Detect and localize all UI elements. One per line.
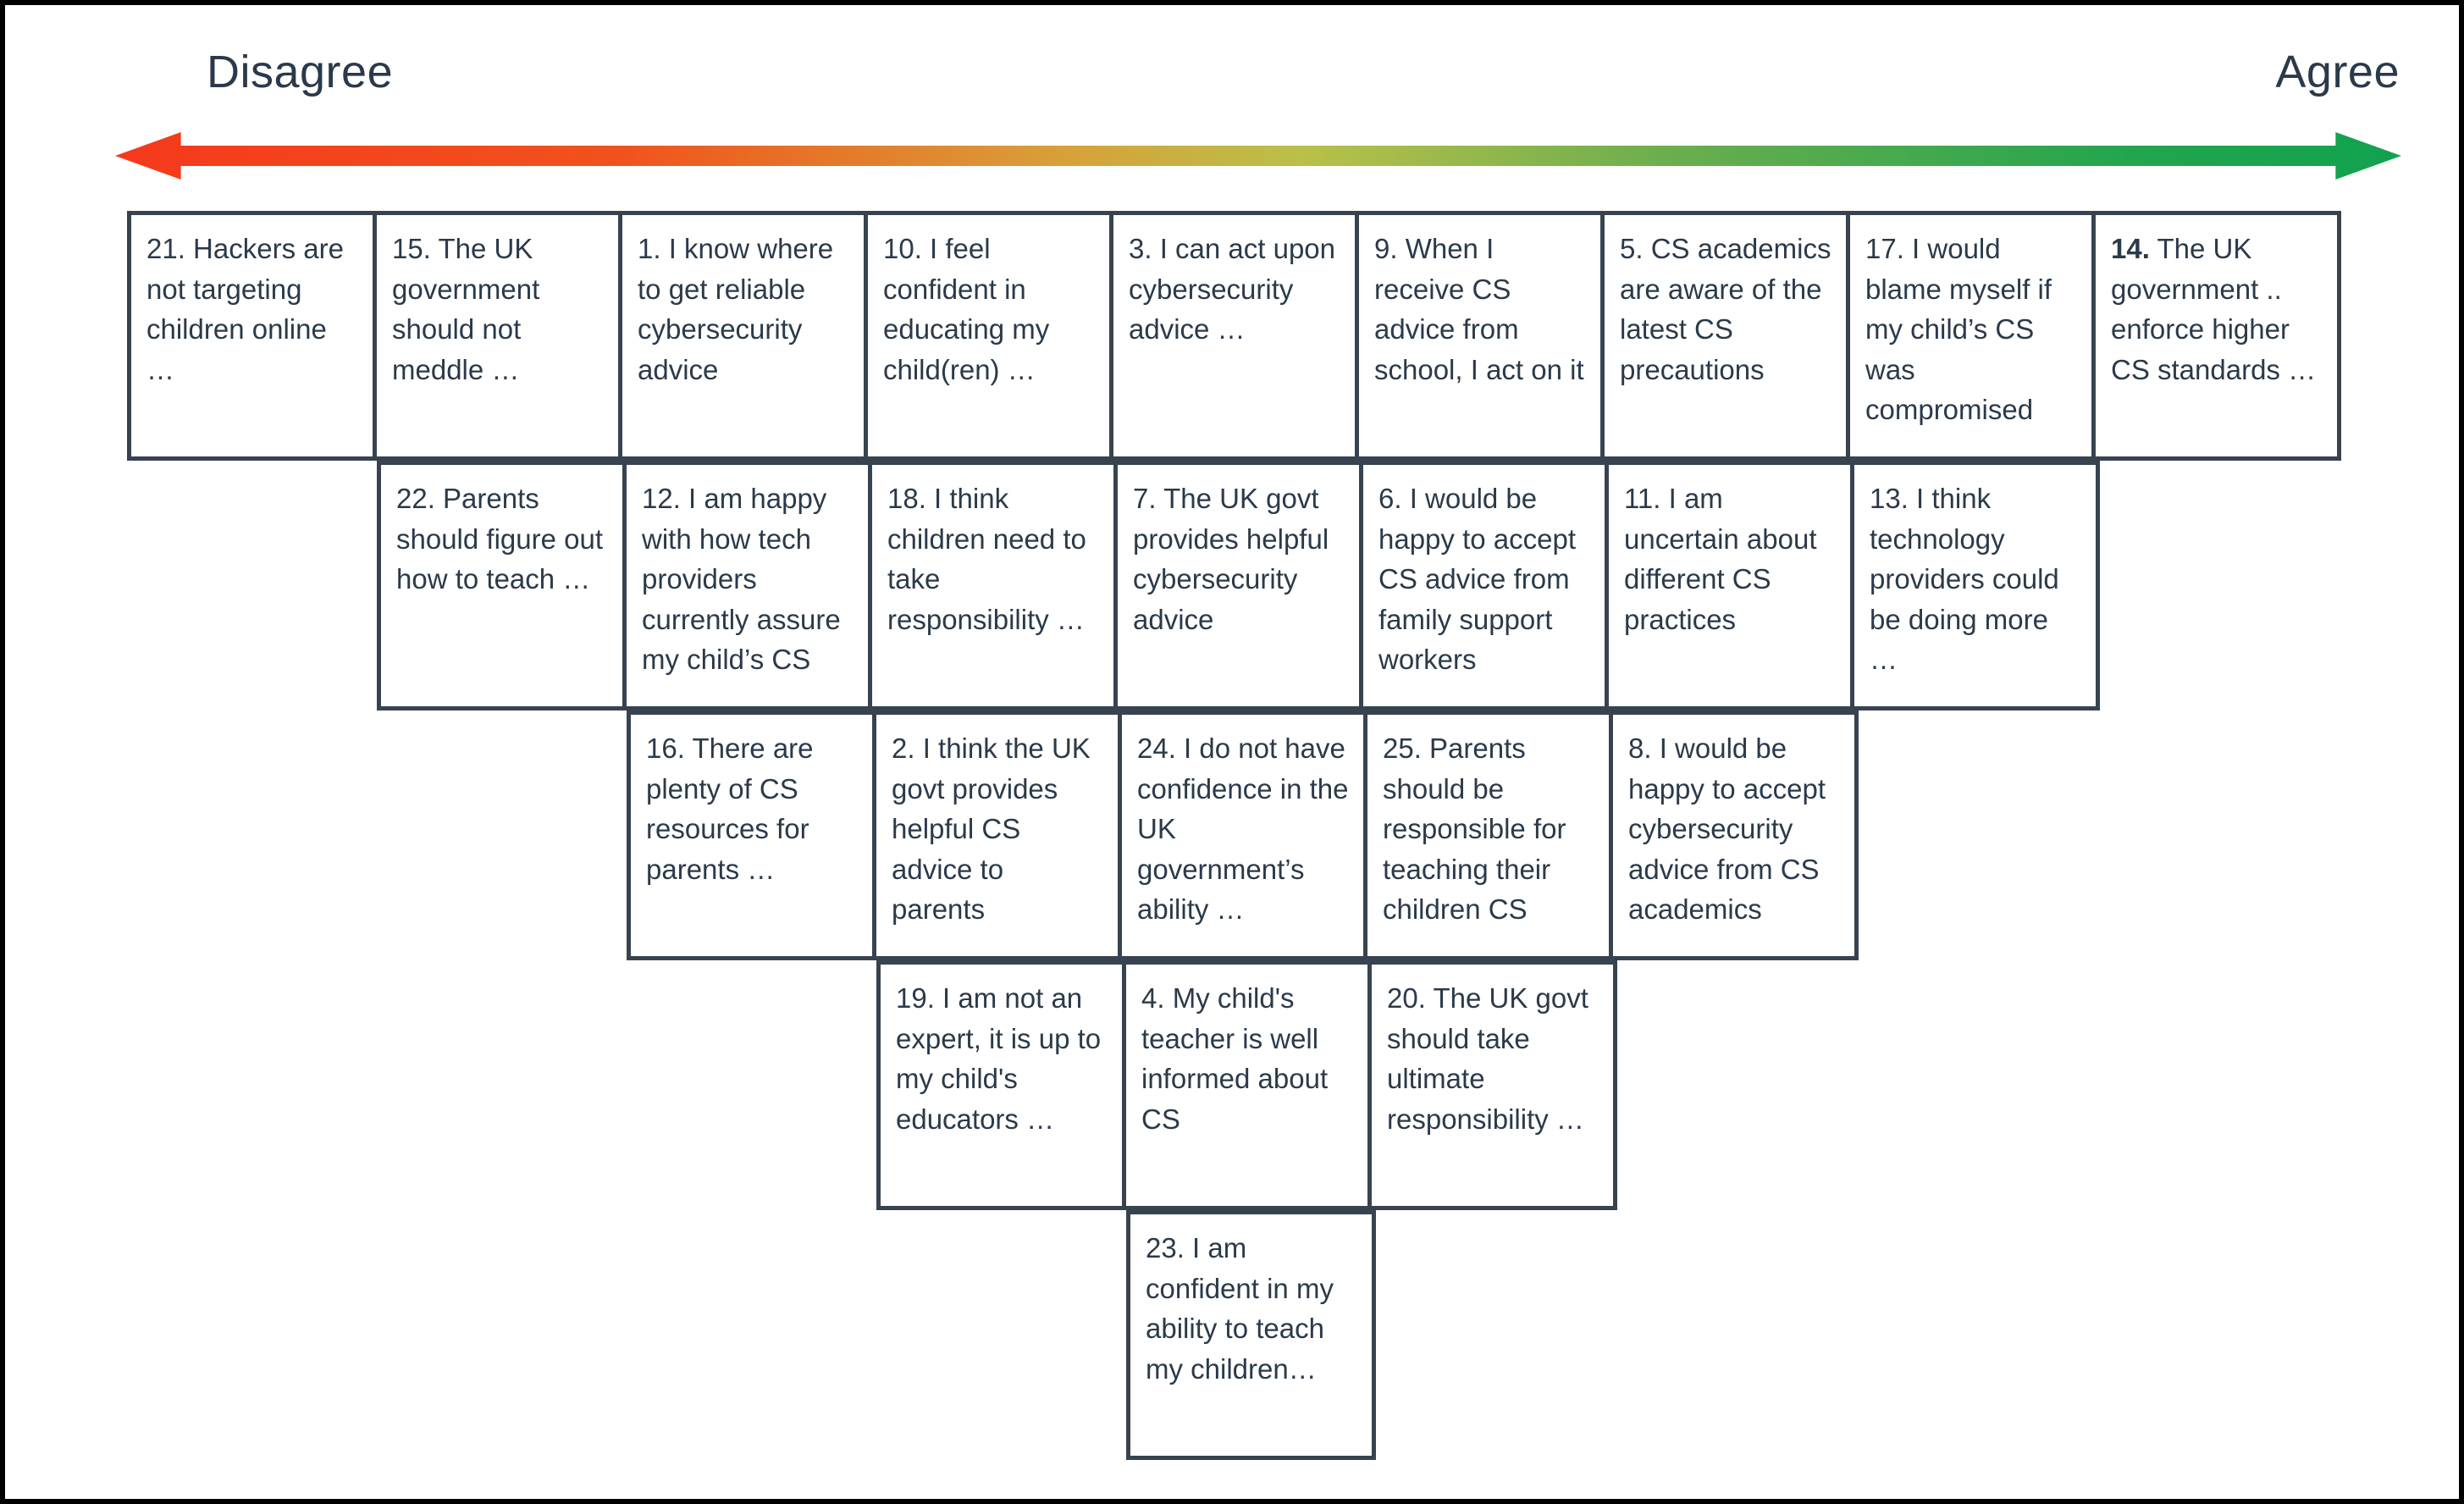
card-number: 13. — [1870, 483, 1909, 514]
card-number: 6. — [1378, 483, 1402, 514]
scale-arrow-icon — [115, 132, 2401, 180]
card-text: I think the UK govt provides helpful CS … — [892, 733, 1091, 926]
qsort-card-10[interactable]: 10. I feel confident in educating my chi… — [864, 211, 1113, 461]
qsort-row: 19. I am not an expert, it is up to my c… — [876, 960, 2374, 1210]
qsort-card-8[interactable]: 8. I would be happy to accept cybersecur… — [1609, 711, 1859, 960]
card-number: 17. — [1865, 233, 1904, 264]
card-text: Parents should figure out how to teach … — [396, 483, 604, 595]
card-number: 12. — [642, 483, 681, 514]
qsort-card-21[interactable]: 21. Hackers are not targeting children o… — [127, 211, 377, 461]
card-number: 16. — [646, 733, 685, 764]
card-text: The UK government .. enforce higher CS s… — [2111, 233, 2317, 385]
card-text: When I receive CS advice from school, I … — [1374, 233, 1584, 385]
qsort-card-16[interactable]: 16. There are plenty of CS resources for… — [627, 711, 876, 960]
card-number: 20. — [1387, 982, 1426, 1014]
card-text: The UK government should not meddle … — [392, 233, 540, 385]
card-text: I am uncertain about different CS practi… — [1624, 483, 1817, 635]
card-number: 21. — [146, 233, 185, 264]
card-text: I think technology providers could be do… — [1870, 483, 2059, 676]
card-number: 10. — [883, 233, 922, 264]
qsort-row: 16. There are plenty of CS resources for… — [627, 711, 2374, 960]
card-number: 2. — [892, 733, 915, 764]
card-text: I can act upon cybersecurity advice … — [1129, 233, 1336, 346]
qsort-card-22[interactable]: 22. Parents should figure out how to tea… — [377, 461, 627, 711]
qsort-card-12[interactable]: 12. I am happy with how tech providers c… — [622, 461, 872, 711]
card-number: 5. — [1620, 233, 1644, 264]
card-text: I would blame myself if my child’s CS wa… — [1865, 233, 2052, 426]
card-text: I am confident in my ability to teach my… — [1146, 1232, 1334, 1385]
qsort-card-24[interactable]: 24. I do not have confidence in the UK g… — [1118, 711, 1367, 960]
card-text: My child's teacher is well informed abou… — [1141, 982, 1329, 1135]
card-number: 25. — [1383, 733, 1422, 764]
qsort-card-20[interactable]: 20. The UK govt should take ultimate res… — [1367, 960, 1617, 1210]
disagree-label: Disagree — [207, 47, 394, 97]
qsort-card-15[interactable]: 15. The UK government should not meddle … — [373, 211, 622, 461]
card-text: I feel confident in educating my child(r… — [883, 233, 1050, 385]
card-number: 14. — [2111, 233, 2150, 264]
card-text: Hackers are not targeting children onlin… — [146, 233, 344, 385]
card-text: I would be happy to accept CS advice fro… — [1378, 483, 1576, 676]
card-number: 19. — [896, 982, 935, 1014]
qsort-row: 23. I am confident in my ability to teac… — [1126, 1210, 2374, 1460]
qsort-card-5[interactable]: 5. CS academics are aware of the latest … — [1600, 211, 1850, 461]
qsort-card-25[interactable]: 25. Parents should be responsible for te… — [1363, 711, 1613, 960]
card-number: 8. — [1628, 733, 1652, 764]
scale-header: Disagree Agree — [5, 5, 2459, 200]
card-number: 15. — [392, 233, 431, 264]
qsort-card-23[interactable]: 23. I am confident in my ability to teac… — [1126, 1210, 1376, 1460]
card-number: 3. — [1129, 233, 1152, 264]
card-text: I am not an expert, it is up to my child… — [896, 982, 1102, 1135]
qsort-card-11[interactable]: 11. I am uncertain about different CS pr… — [1605, 461, 1854, 711]
qsort-card-3[interactable]: 3. I can act upon cybersecurity advice … — [1109, 211, 1359, 461]
card-number: 11. — [1624, 483, 1661, 514]
qsort-card-7[interactable]: 7. The UK govt provides helpful cybersec… — [1113, 461, 1363, 711]
qsort-card-1[interactable]: 1. I know where to get reliable cybersec… — [618, 211, 868, 461]
qsort-card-9[interactable]: 9. When I receive CS advice from school,… — [1355, 211, 1605, 461]
qsort-row: 21. Hackers are not targeting children o… — [127, 211, 2374, 461]
qsort-card-19[interactable]: 19. I am not an expert, it is up to my c… — [876, 960, 1126, 1210]
qsort-card-2[interactable]: 2. I think the UK govt provides helpful … — [872, 711, 1122, 960]
qsort-row: 22. Parents should figure out how to tea… — [377, 461, 2374, 711]
card-number: 9. — [1374, 233, 1398, 264]
card-text: I would be happy to accept cybersecurity… — [1628, 733, 1826, 926]
card-text: The UK govt provides helpful cybersecuri… — [1133, 483, 1329, 635]
card-number: 18. — [887, 483, 926, 514]
qsort-card-13[interactable]: 13. I think technology providers could b… — [1850, 461, 2100, 711]
card-number: 23. — [1146, 1232, 1185, 1263]
qsort-card-17[interactable]: 17. I would blame myself if my child’s C… — [1846, 211, 2096, 461]
qsort-card-14[interactable]: 14. The UK government .. enforce higher … — [2091, 211, 2341, 461]
card-text: Parents should be responsible for teachi… — [1383, 733, 1566, 926]
card-number: 4. — [1141, 982, 1165, 1014]
agree-label: Agree — [2275, 47, 2400, 97]
card-number: 7. — [1133, 483, 1157, 514]
card-text: The UK govt should take ultimate respons… — [1387, 982, 1588, 1135]
card-text: I do not have confidence in the UK gover… — [1137, 733, 1349, 926]
card-text: There are plenty of CS resources for par… — [646, 733, 814, 885]
card-text: CS academics are aware of the latest CS … — [1620, 233, 1831, 385]
qsort-card-4[interactable]: 4. My child's teacher is well informed a… — [1122, 960, 1372, 1210]
card-text: I am happy with how tech providers curre… — [642, 483, 841, 676]
card-text: I know where to get reliable cybersecuri… — [638, 233, 834, 385]
card-number: 1. — [638, 233, 661, 264]
qsort-card-18[interactable]: 18. I think children need to take respon… — [868, 461, 1118, 711]
card-number: 22. — [396, 483, 435, 514]
card-text: I think children need to take responsibi… — [887, 483, 1086, 635]
card-number: 24. — [1137, 733, 1176, 764]
qsort-grid: 21. Hackers are not targeting children o… — [127, 211, 2374, 1460]
qsort-card-6[interactable]: 6. I would be happy to accept CS advice … — [1359, 461, 1609, 711]
